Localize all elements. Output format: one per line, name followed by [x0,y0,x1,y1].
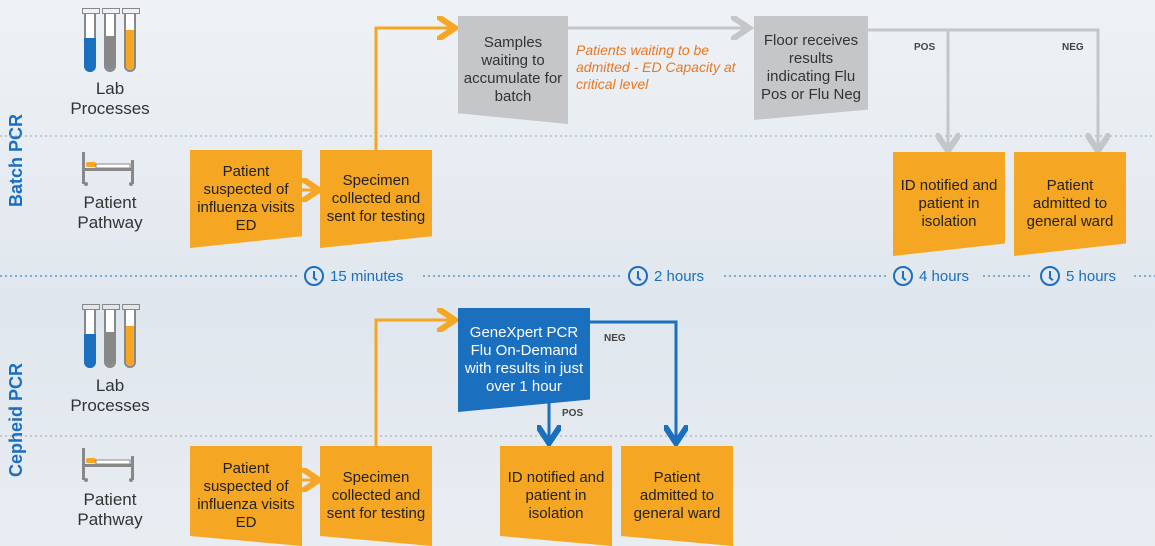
timeline-label: 15 minutes [330,267,404,285]
row-label-lab-cepheid: Lab Processes [70,376,150,415]
hospital-bed-icon [80,150,136,186]
timeline-2-hours: 2 hours [628,266,704,286]
batch-neg-tag: NEG [1062,42,1084,53]
hospital-bed-icon [80,446,136,482]
test-tubes-icon [82,304,140,368]
cepheid-specimen-box: Specimen collected and sent for testing [320,446,432,546]
row-label-lab-batch: Lab Processes [70,79,150,118]
timeline-label: 5 hours [1066,267,1117,285]
row-label-patient-batch: Patient Pathway [77,193,143,232]
batch-samples-box: Samples waiting to accumulate for batch [458,16,568,124]
batch-id-notified-box: ID notified and patient in isolation [893,152,1005,256]
clock-icon [628,266,648,286]
clock-icon [1040,266,1060,286]
timeline-15-minutes: 15 minutes [304,266,403,286]
batch-wait-note: Patients waiting to be admitted - ED Cap… [576,42,736,92]
batch-pos-tag: POS [914,42,936,53]
cepheid-neg-tag: NEG [604,333,626,344]
clock-icon [893,266,913,286]
batch-floor-box: Floor receives results indicating Flu Po… [754,16,868,120]
batch-patient-box: Patient suspected of influenza visits ED [190,150,302,248]
batch-admitted-box: Patient admitted to general ward [1014,152,1126,256]
test-tubes-icon [82,8,140,72]
cepheid-patient-box: Patient suspected of influenza visits ED [190,446,302,546]
row-label-patient-cepheid: Patient Pathway [77,490,143,529]
cepheid-genexpert-box: GeneXpert PCR Flu On-Demand with results… [458,308,590,412]
cepheid-pos-tag: POS [562,408,584,419]
timeline-4-hours: 4 hours [893,266,969,286]
timeline-label: 4 hours [919,267,970,285]
timeline-label: 2 hours [654,267,705,285]
clock-icon [304,266,324,286]
cepheid-id-notified-box: ID notified and patient in isolation [500,446,612,546]
cepheid-admitted-box: Patient admitted to general ward [621,446,733,546]
batch-specimen-box: Specimen collected and sent for testing [320,150,432,248]
timeline-5-hours: 5 hours [1040,266,1116,286]
